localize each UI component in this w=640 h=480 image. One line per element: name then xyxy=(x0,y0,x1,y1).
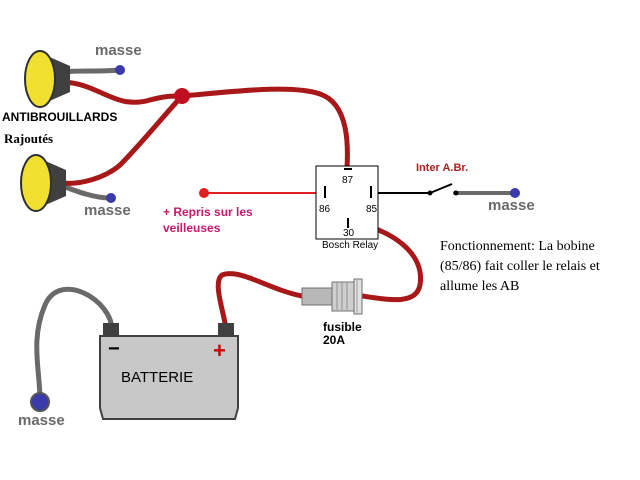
relay-pin-86-label: 86 xyxy=(319,204,331,215)
operation-note-line2: (85/86) fait coller le relais et xyxy=(440,259,600,274)
ground-terminal-icon xyxy=(30,392,50,412)
ground-terminal-icon xyxy=(510,188,520,198)
wire-fuse-to-battery-plus xyxy=(215,271,305,333)
fog-lamps-label: ANTIBROUILLARDS xyxy=(2,110,118,124)
wire-relay-30-to-fuse xyxy=(347,219,424,303)
relay-name-label: Bosch Relay xyxy=(322,240,379,251)
relay-pin-87-label: 87 xyxy=(342,175,354,186)
relay-icon xyxy=(315,165,379,240)
wire-junction-to-bottom-lamp xyxy=(59,93,185,186)
fog-lamp-icon xyxy=(20,154,66,212)
fuse-holder-icon xyxy=(301,278,363,315)
ground-label: masse xyxy=(84,202,131,219)
fuse-label: fusible xyxy=(323,320,362,334)
ground-wire-bottom-lamp xyxy=(57,182,113,201)
relay-pin-30-label: 30 xyxy=(343,228,355,239)
wire-top-lamp-to-junction xyxy=(61,79,185,105)
ground-wire-top-lamp xyxy=(59,67,121,75)
switch-contact-right xyxy=(453,190,459,196)
battery-icon xyxy=(99,323,239,420)
ground-label: masse xyxy=(18,412,65,429)
fog-lamp-icon xyxy=(24,50,70,108)
veilleuses-source-dot xyxy=(199,188,209,198)
ground-label: masse xyxy=(95,42,142,59)
ground-label: masse xyxy=(488,197,535,214)
battery-label: BATTERIE xyxy=(121,369,194,386)
fuse-rating-label: 20A xyxy=(323,333,346,347)
sidelight-source-label: + Repris sur les xyxy=(163,205,253,219)
battery-minus-sign: − xyxy=(108,338,120,360)
ground-terminal-icon xyxy=(115,65,125,75)
switch-label: Inter A.Br. xyxy=(416,162,469,174)
ground-wire-battery xyxy=(34,286,115,403)
relay-pin-85-label: 85 xyxy=(366,204,378,215)
switch-icon xyxy=(429,183,453,194)
sidelight-source-label-line2: veilleuses xyxy=(163,221,221,235)
ground-terminal-icon xyxy=(106,193,116,203)
battery-plus-sign: + xyxy=(213,338,226,363)
operation-note-line3: allume les AB xyxy=(440,279,520,294)
junction-dot xyxy=(174,88,190,104)
wire-junction-to-relay-87 xyxy=(179,86,350,171)
operation-note-line1: Fonctionnement: La bobine xyxy=(440,239,595,254)
added-label: Rajoutés xyxy=(4,131,54,146)
